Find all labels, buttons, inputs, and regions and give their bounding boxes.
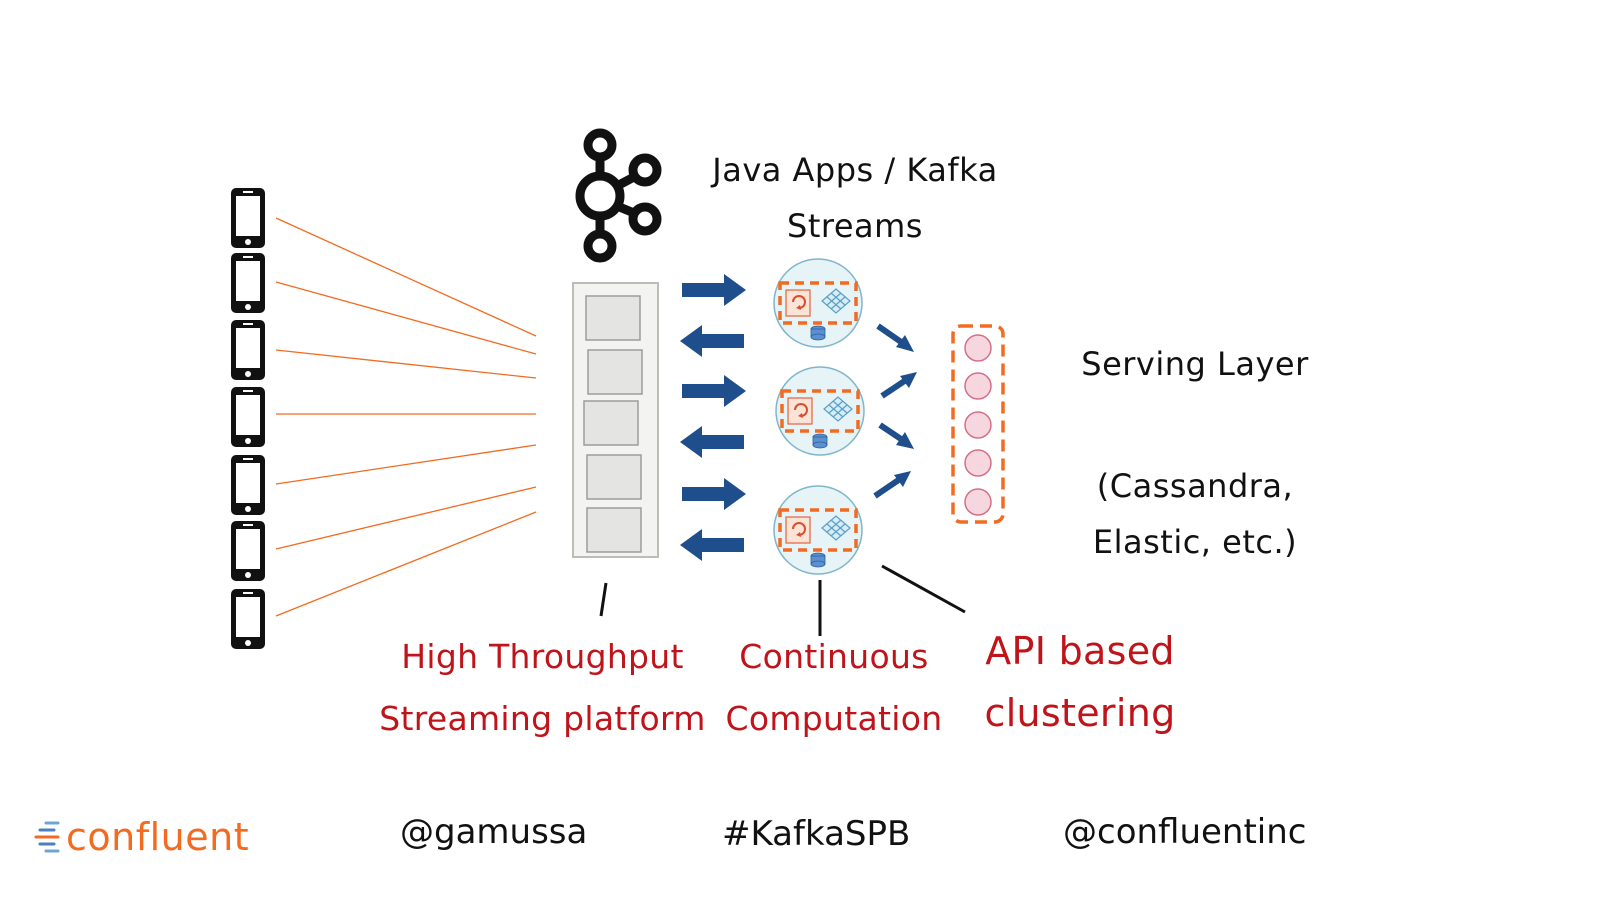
producer-line xyxy=(275,349,537,379)
phone-icon xyxy=(231,455,265,515)
computation-annotation-line1: Continuous xyxy=(739,637,929,676)
producer-lines xyxy=(275,217,537,617)
serving-examples-line1: (Cassandra, xyxy=(1096,467,1294,505)
log-segment xyxy=(587,349,643,395)
producer-line xyxy=(275,217,537,337)
platform-annotation-line2: Streaming platform xyxy=(379,699,706,738)
company-handle: @confluentinc xyxy=(1063,812,1307,852)
phone-icon xyxy=(231,320,265,380)
serving-arrows xyxy=(873,323,917,499)
arrow-right-icon xyxy=(682,478,746,510)
platform-annotation-line1: High Throughput xyxy=(401,637,684,676)
serving-node xyxy=(964,488,992,516)
serving-node xyxy=(964,411,992,439)
arrow-left-icon xyxy=(680,426,744,458)
producer-line xyxy=(275,444,537,485)
clustering-annotation: API based clustering xyxy=(970,620,1190,744)
stream-app-node-icon xyxy=(774,365,866,457)
arrow-right-icon xyxy=(682,375,746,407)
serving-cluster xyxy=(951,324,1005,524)
clustering-annotation-line1: API based xyxy=(985,629,1175,673)
confluent-logo-icon xyxy=(34,821,60,853)
apps-label-line1: Java Apps / Kafka xyxy=(712,151,998,189)
serving-node xyxy=(964,372,992,400)
arrow-right-icon xyxy=(682,274,746,306)
platform-annotation: High Throughput Streaming platform xyxy=(370,626,715,750)
serving-layer-title: Serving Layer xyxy=(1081,345,1309,383)
confluent-logo-text: confluent xyxy=(66,815,250,859)
phone-icon xyxy=(231,521,265,581)
phone-icon xyxy=(231,589,265,649)
serving-node xyxy=(964,334,992,362)
apps-label: Java Apps / Kafka Streams xyxy=(690,142,1020,254)
arrow-left-icon xyxy=(680,529,744,561)
confluent-logo: confluent xyxy=(34,812,249,862)
speaker-handle: @gamussa xyxy=(400,812,588,852)
arrow-left-icon xyxy=(680,325,744,357)
stream-app-node-icon xyxy=(772,484,864,576)
exchange-arrows xyxy=(680,274,746,561)
clustering-annotation-line2: clustering xyxy=(984,691,1176,735)
serving-node xyxy=(964,449,992,477)
log-segment xyxy=(586,454,642,500)
computation-annotation-line2: Computation xyxy=(725,699,943,738)
stream-app-node-icon xyxy=(772,257,864,349)
serving-layer-examples: (Cassandra, Elastic, etc.) xyxy=(1070,458,1320,570)
serving-examples-line2: Elastic, etc.) xyxy=(1092,523,1298,561)
producer-line xyxy=(275,281,537,355)
computation-annotation: Continuous Computation xyxy=(724,626,944,750)
phone-icon xyxy=(231,253,265,313)
annotation-pointers xyxy=(599,564,966,636)
log-segment xyxy=(585,295,641,341)
producer-line xyxy=(275,486,537,550)
producer-line xyxy=(275,511,537,617)
kafka-logo-icon xyxy=(575,128,662,263)
log-segment xyxy=(583,400,639,446)
kafka-log-column xyxy=(572,282,659,558)
phone-column xyxy=(231,188,265,649)
apps-label-line2: Streams xyxy=(787,207,923,245)
log-segment xyxy=(586,507,642,553)
event-hashtag: #KafkaSPB xyxy=(722,814,911,854)
phone-icon xyxy=(231,387,265,447)
phone-icon xyxy=(231,188,265,248)
